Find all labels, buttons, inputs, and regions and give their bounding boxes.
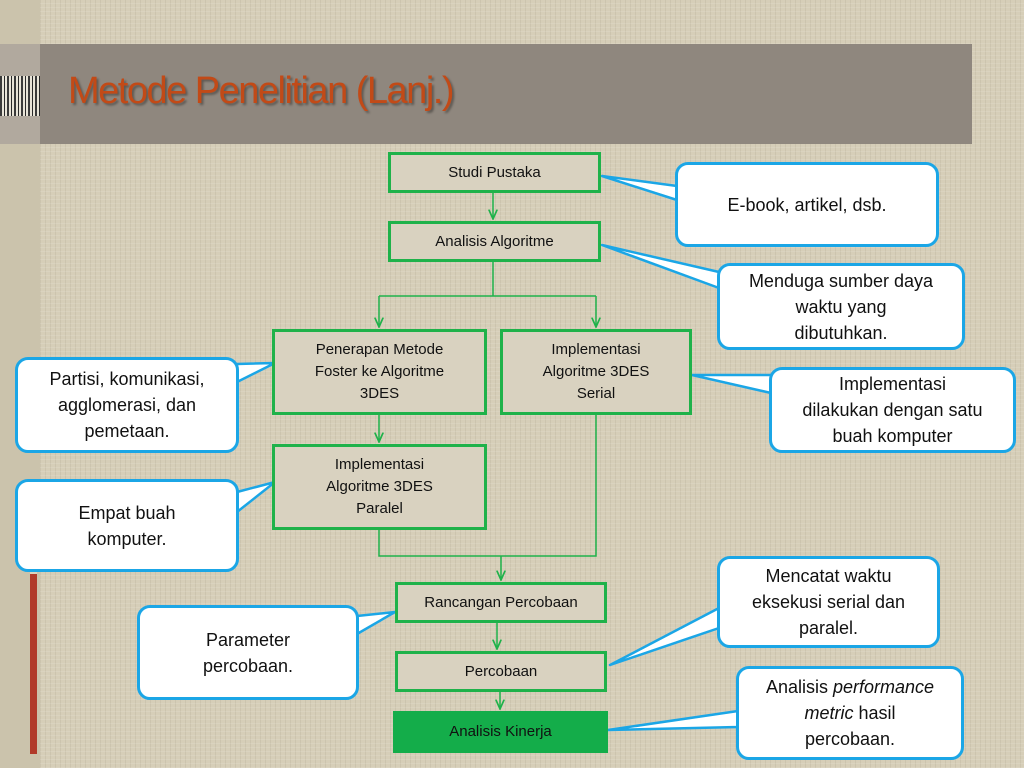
- note-text: Partisi, komunikasi, agglomerasi, dan pe…: [49, 369, 205, 441]
- node-label: Implementasi Algoritme 3DES Serial: [542, 341, 650, 402]
- node-label: Implementasi Algoritme 3DES Paralel: [326, 456, 433, 517]
- note-empat-buah: Empat buah komputer.: [15, 479, 239, 572]
- note-text: Parameter percobaan.: [202, 629, 294, 676]
- node-penerapan-foster: Penerapan Metode Foster ke Algoritme 3DE…: [272, 329, 487, 415]
- node-implementasi-paralel: Implementasi Algoritme 3DES Paralel: [272, 444, 487, 530]
- node-percobaan: Percobaan: [395, 651, 607, 692]
- callout-pointer: [606, 709, 740, 732]
- callout-pointer: [600, 243, 721, 290]
- callout-pointer: [608, 606, 721, 667]
- note-text: E-book, artikel, dsb.: [727, 194, 887, 215]
- note-mencatat: Mencatat waktu eksekusi serial dan paral…: [717, 556, 940, 648]
- node-studi-pustaka: Studi Pustaka: [388, 152, 601, 193]
- note-implementasi-satu: Implementasi dilakukan dengan satu buah …: [769, 367, 1016, 453]
- note-text: Implementasi dilakukan dengan satu buah …: [802, 374, 983, 446]
- barcode-decoration: [0, 76, 40, 116]
- node-analisis-algoritme: Analisis Algoritme: [388, 221, 601, 262]
- note-analisis-performance: Analisis performance metric hasil percob…: [736, 666, 964, 760]
- flow-merge-line: [378, 415, 597, 557]
- callout-pointer: [690, 373, 773, 395]
- note-text: Menduga sumber daya waktu yang dibutuhka…: [748, 270, 934, 343]
- callout-pointer: [235, 361, 277, 384]
- slide-title: Metode Penelitian (Lanj.): [68, 70, 454, 112]
- side-accent-bar: [30, 508, 37, 754]
- node-label: Rancangan Percobaan: [424, 593, 578, 611]
- note-ebook: E-book, artikel, dsb.: [675, 162, 939, 247]
- note-menduga: Menduga sumber daya waktu yang dibutuhka…: [717, 263, 965, 350]
- node-label: Penerapan Metode Foster ke Algoritme 3DE…: [314, 341, 445, 402]
- node-label: Studi Pustaka: [448, 163, 541, 181]
- node-label: Analisis Algoritme: [435, 232, 554, 250]
- note-text: Mencatat waktu eksekusi serial dan paral…: [751, 566, 906, 638]
- note-text: Empat buah komputer.: [78, 502, 176, 549]
- note-parameter: Parameter percobaan.: [137, 605, 359, 700]
- note-text: Analisis performance metric hasil percob…: [765, 677, 935, 749]
- node-implementasi-serial: Implementasi Algoritme 3DES Serial: [500, 329, 692, 415]
- title-band: [0, 44, 972, 144]
- node-rancangan-percobaan: Rancangan Percobaan: [395, 582, 607, 623]
- node-analisis-kinerja: Analisis Kinerja: [393, 711, 608, 753]
- callout-pointer: [355, 610, 397, 636]
- node-label: Percobaan: [464, 662, 538, 680]
- note-partisi: Partisi, komunikasi, agglomerasi, dan pe…: [15, 357, 239, 453]
- node-label: Analisis Kinerja: [449, 723, 552, 740]
- callout-pointer: [235, 480, 277, 514]
- callout-pointer: [600, 174, 679, 202]
